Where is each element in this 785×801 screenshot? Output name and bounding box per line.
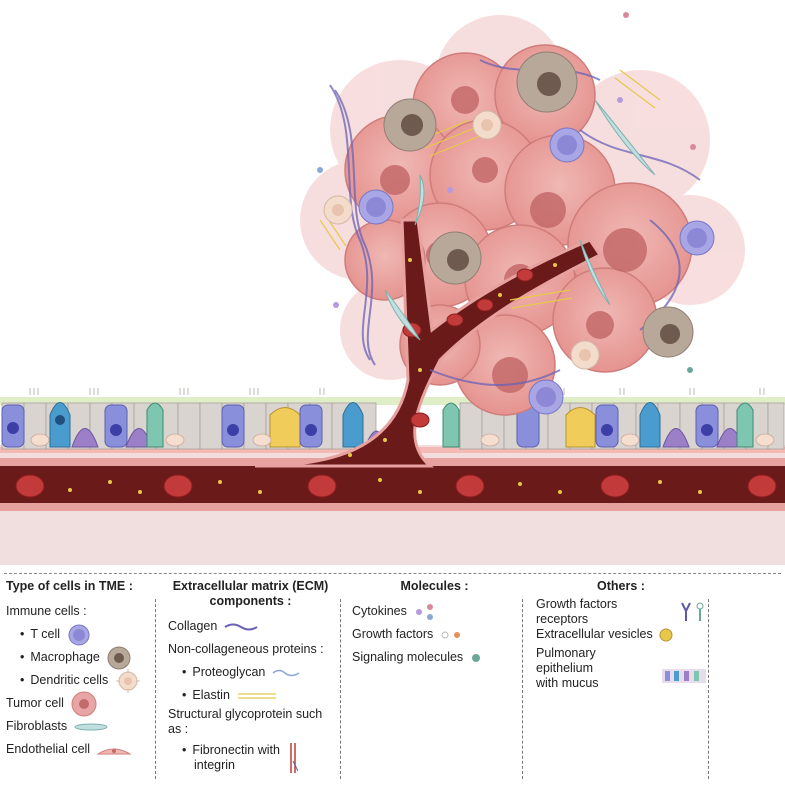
legend-elastin-label: Elastin bbox=[182, 688, 230, 703]
legend: Type of cells in TME : Immune cells : T … bbox=[0, 565, 785, 801]
legend-macrophage: Macrophage bbox=[6, 646, 146, 669]
legend-dendritic-label: Dendritic cells bbox=[20, 673, 108, 688]
legend-proteoglycan-label: Proteoglycan bbox=[182, 665, 265, 680]
legend-title-ecm: Extracellular matrix (ECM)components : bbox=[168, 579, 333, 609]
legend-divider bbox=[4, 573, 781, 574]
dendritic-cell-icon bbox=[116, 668, 141, 693]
legend-cytokines: Cytokines bbox=[352, 600, 517, 623]
pulmonary-epithelium-icon bbox=[662, 668, 706, 683]
molecules bbox=[317, 12, 696, 373]
endothelial-cell-icon bbox=[96, 748, 132, 754]
legend-separator-4 bbox=[708, 599, 709, 779]
legend-vesicles-label: Extracellular vesicles bbox=[536, 627, 653, 641]
legend-structural-line2: as : bbox=[168, 722, 189, 736]
legend-t-cell-label: T cell bbox=[20, 627, 60, 642]
vessel-wall-bottom bbox=[0, 503, 785, 511]
legend-growth-factors-label: Growth factors bbox=[352, 627, 434, 641]
legend-macrophage-label: Macrophage bbox=[20, 650, 100, 665]
signaling-molecules-icon bbox=[472, 653, 481, 662]
legend-title-molecules: Molecules : bbox=[400, 579, 469, 593]
legend-noncollagen-label: Non-collageneous proteins : bbox=[168, 642, 324, 656]
mucus-layer bbox=[0, 397, 785, 405]
legend-separator-3 bbox=[522, 599, 523, 779]
legend-collagen-label: Collagen bbox=[168, 619, 218, 633]
proteoglycan-icon bbox=[272, 669, 300, 676]
legend-fibronectin-line1: Fibronectin with bbox=[192, 743, 280, 757]
dendritic-cells bbox=[323, 110, 600, 370]
growth-factors-icon bbox=[441, 631, 461, 638]
tumor-microenvironment-illustration bbox=[0, 12, 785, 565]
growth-factor-receptor-icon bbox=[681, 602, 704, 621]
fibroblasts bbox=[384, 99, 656, 341]
legend-separator-2 bbox=[340, 599, 341, 779]
legend-col-others: Others : Growth factors receptors Extrac… bbox=[536, 577, 706, 691]
fibroblast-icon bbox=[74, 723, 108, 730]
legend-growth-factors: Growth factors bbox=[352, 623, 517, 646]
legend-endothelial: Endothelial cell bbox=[6, 738, 146, 761]
cytokines-icon bbox=[415, 603, 433, 620]
extracellular-vesicle-icon bbox=[659, 628, 673, 641]
tumor-cell-icon bbox=[71, 691, 97, 716]
pulmonary-epithelium bbox=[0, 388, 785, 450]
legend-title-others: Others : bbox=[597, 579, 645, 593]
legend-immune-cells: Immune cells : bbox=[6, 600, 146, 623]
elastin-icon bbox=[237, 692, 276, 699]
elastin-fibers bbox=[319, 69, 661, 309]
collagen-icon bbox=[224, 623, 258, 630]
legend-col-cells: Type of cells in TME : Immune cells : T … bbox=[6, 577, 146, 761]
legend-noncollagen: Non-collageneous proteins : bbox=[168, 638, 333, 661]
legend-structural-line1: Structural glycoprotein such bbox=[168, 707, 323, 721]
collagen-fibers bbox=[329, 59, 701, 386]
legend-proteoglycan: Proteoglycan bbox=[168, 661, 333, 684]
legend-tumor: Tumor cell bbox=[6, 691, 146, 716]
legend-gf-receptors: Growth factors receptors bbox=[536, 597, 706, 626]
legend-title-cells: Type of cells in TME : bbox=[6, 579, 133, 593]
vessel-particles bbox=[68, 478, 702, 494]
fibronectin-icon bbox=[290, 743, 299, 773]
legend-ecm-title-line1: Extracellular matrix (ECM) bbox=[172, 579, 329, 593]
legend-fibroblasts-label: Fibroblasts bbox=[6, 719, 68, 733]
red-blood-cells bbox=[15, 474, 777, 498]
legend-col-ecm: Extracellular matrix (ECM)components : C… bbox=[168, 577, 333, 775]
legend-signaling-label: Signaling molecules bbox=[352, 650, 464, 664]
blood-vessel bbox=[0, 466, 785, 504]
legend-tumor-label: Tumor cell bbox=[6, 696, 64, 710]
legend-fibronectin-line2: integrin bbox=[194, 758, 235, 772]
legend-ecm-title-line2: components : bbox=[209, 594, 292, 608]
legend-vesicles: Extracellular vesicles bbox=[536, 623, 706, 646]
legend-immune-label: Immune cells : bbox=[6, 604, 87, 618]
legend-signaling: Signaling molecules bbox=[352, 646, 517, 669]
legend-col-molecules: Molecules : Cytokines Growth factors Sig… bbox=[352, 577, 517, 669]
legend-collagen: Collagen bbox=[168, 615, 333, 638]
legend-gf-receptors-label: Growth factors receptors bbox=[536, 596, 618, 626]
macrophages bbox=[383, 51, 694, 358]
legend-t-cell: T cell bbox=[6, 623, 146, 646]
legend-fibroblasts: Fibroblasts bbox=[6, 715, 146, 738]
macrophage-icon bbox=[107, 646, 131, 669]
lower-tissue bbox=[0, 511, 785, 565]
legend-pulmonary-line2: with mucus bbox=[536, 676, 599, 690]
legend-endothelial-label: Endothelial cell bbox=[6, 742, 91, 756]
t-cell-icon bbox=[68, 624, 90, 645]
legend-separator-1 bbox=[155, 599, 156, 779]
legend-pulmonary-line1: Pulmonary epithelium bbox=[536, 646, 596, 675]
legend-cytokines-label: Cytokines bbox=[352, 604, 407, 618]
legend-dendritic: Dendritic cells bbox=[6, 668, 146, 693]
t-cells bbox=[358, 127, 715, 415]
legend-elastin: Elastin bbox=[168, 684, 333, 707]
